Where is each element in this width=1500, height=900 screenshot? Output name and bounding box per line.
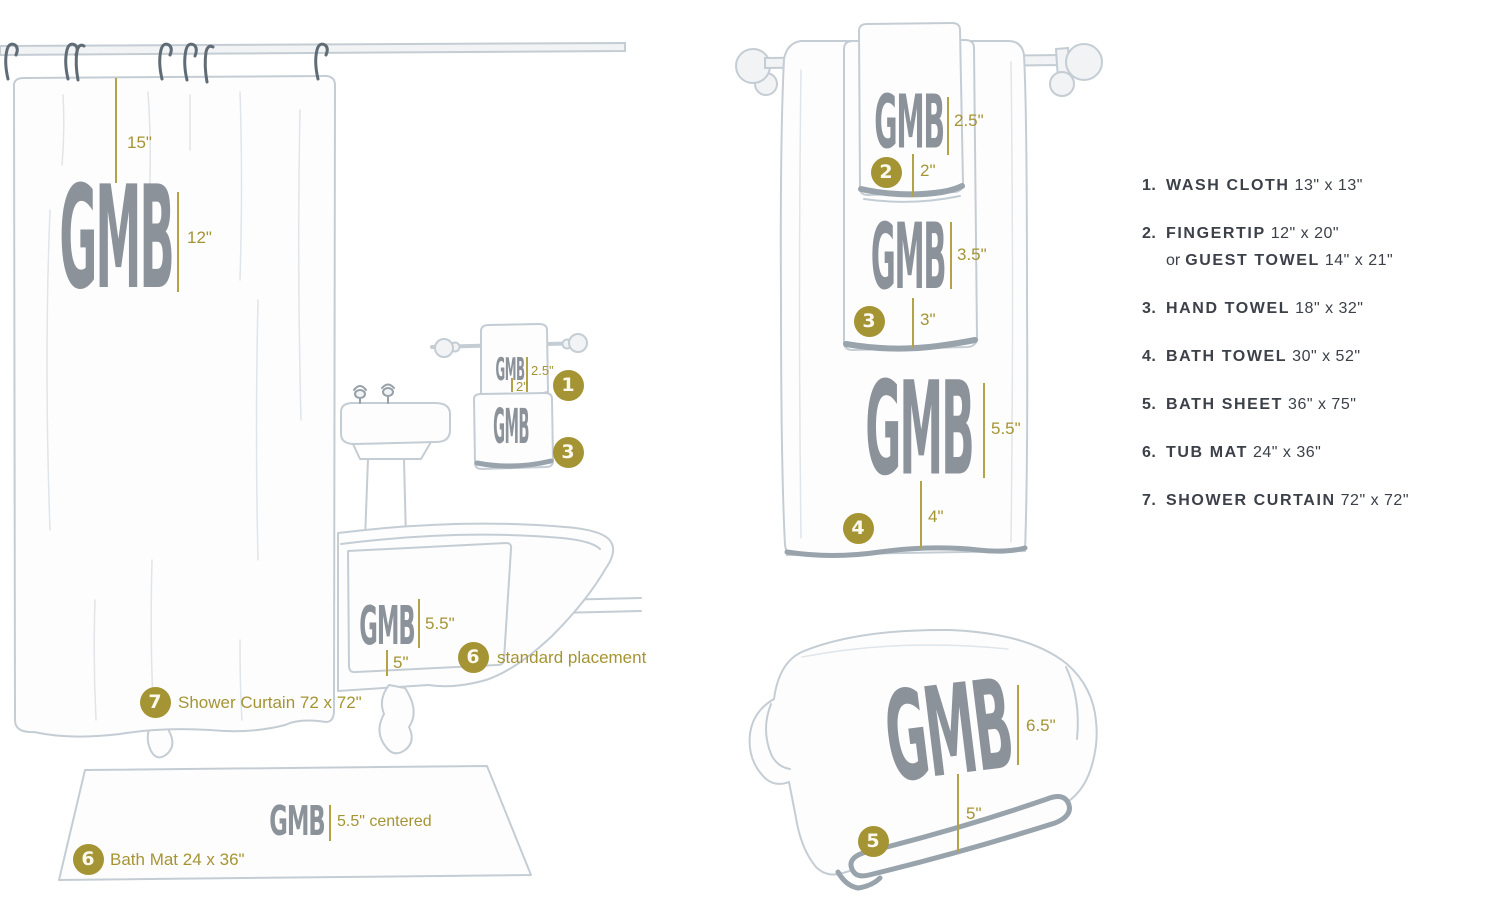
badge-bath-sheet: 5 [857, 825, 889, 857]
legend-size: 18" x 32" [1295, 300, 1364, 317]
legend-number: 4. [1142, 348, 1157, 365]
fingertip-towel-illustration [858, 22, 964, 196]
badge-washcloth: 1 [552, 369, 584, 401]
badge-bath-towel: 4 [842, 512, 874, 544]
legend-size-alt: 14" x 21" [1324, 252, 1394, 269]
bath-mat-caption: Bath Mat 24 x 36" [110, 850, 245, 869]
monogram-fingertip: GMB [874, 81, 945, 166]
legend-name: TUB MAT [1166, 444, 1248, 461]
monogram-rack-handtowel: GMB [493, 400, 529, 457]
legend-size: 24" x 36" [1253, 444, 1322, 461]
legend-size: 30" x 52" [1292, 348, 1361, 365]
badge-bath-mat: 6 [72, 843, 104, 875]
monogram-tub-mat: GMB [359, 594, 415, 658]
legend-number: 7. [1142, 492, 1157, 509]
bathtub-illustration [146, 383, 642, 759]
legend-size: 72" x 72" [1340, 492, 1409, 509]
monogram-bath-towel: GMB [865, 353, 974, 505]
hand-towel-measure-3-5: 3.5" [957, 245, 987, 264]
legend-number: 1. [1142, 177, 1157, 194]
legend-size: 13" x 13" [1294, 177, 1363, 194]
legend-size: 12" x 20" [1270, 225, 1340, 242]
standard-placement-caption: standard placement [497, 648, 647, 667]
badge-tub-mat: 6 [457, 641, 489, 673]
faucet-icon [353, 383, 395, 404]
hand-towel-measure-3: 3" [920, 310, 936, 329]
wall-towel-rack-illustration [430, 323, 588, 470]
badge-handtowel-left: 3 [552, 436, 584, 468]
monogram-bath-mat: GMB [269, 797, 325, 846]
bath-mat-illustration [58, 765, 532, 881]
monogram-shower-curtain: GMB [59, 154, 174, 322]
measurement-lines [115, 78, 1019, 852]
curtain-rod [0, 41, 626, 57]
bath-towel-measure-5-5: 5.5" [991, 419, 1021, 438]
shower-curtain-illustration [0, 41, 626, 738]
legend-or: or [1166, 252, 1181, 269]
legend-name: BATH SHEET [1166, 396, 1284, 413]
shower-curtain-caption: Shower Curtain 72 x 72" [178, 693, 362, 712]
legend-size: 36" x 75" [1288, 396, 1357, 413]
curtain-measure-12: 12" [187, 228, 212, 247]
legend-name-alt: GUEST TOWEL [1185, 252, 1320, 269]
legend-name: BATH TOWEL [1166, 348, 1288, 365]
badge-shower-curtain: 7 [139, 686, 171, 718]
legend-name: WASH CLOTH [1166, 177, 1290, 194]
rack-measure-2: 2" [516, 379, 528, 394]
bath-mat-measure: 5.5" centered [337, 813, 432, 830]
monogram-bath-sheet: GMB [877, 650, 1019, 812]
curtain-hook-icons [4, 42, 329, 84]
badge-fingertip: 2 [870, 156, 902, 188]
rack-measure-2-5: 2.5" [531, 363, 554, 378]
legend-number: 2. [1142, 225, 1157, 242]
curtain-measure-15: 15" [127, 133, 152, 152]
monogram-hand-towel: GMB [870, 204, 947, 310]
legend-name: SHOWER CURTAIN [1166, 492, 1336, 509]
monogram-rack-washcloth: GMB [495, 351, 525, 389]
fingertip-measure-2: 2" [920, 161, 936, 180]
tub-measure-5-5: 5.5" [425, 614, 455, 633]
legend-number: 3. [1142, 300, 1157, 317]
tub-mat-illustration [347, 542, 513, 674]
tub-measure-5: 5" [393, 653, 409, 672]
bath-sheet-measure-5: 5" [966, 804, 982, 823]
legend-name: HAND TOWEL [1166, 300, 1291, 317]
bath-towel-measure-4: 4" [928, 507, 944, 526]
legend-number: 5. [1142, 396, 1157, 413]
towel-bar-illustration [735, 22, 1103, 558]
fingertip-measure-2-5: 2.5" [954, 111, 984, 130]
legend-name: FINGERTIP [1166, 225, 1266, 242]
badge-hand-towel: 3 [853, 305, 885, 337]
legend-item-tub-mat: 6. TUB MAT 24" x 36" [1142, 439, 1409, 466]
bath-sheet-measure-6-5: 6.5" [1026, 716, 1056, 735]
legend-number: 6. [1142, 444, 1157, 461]
